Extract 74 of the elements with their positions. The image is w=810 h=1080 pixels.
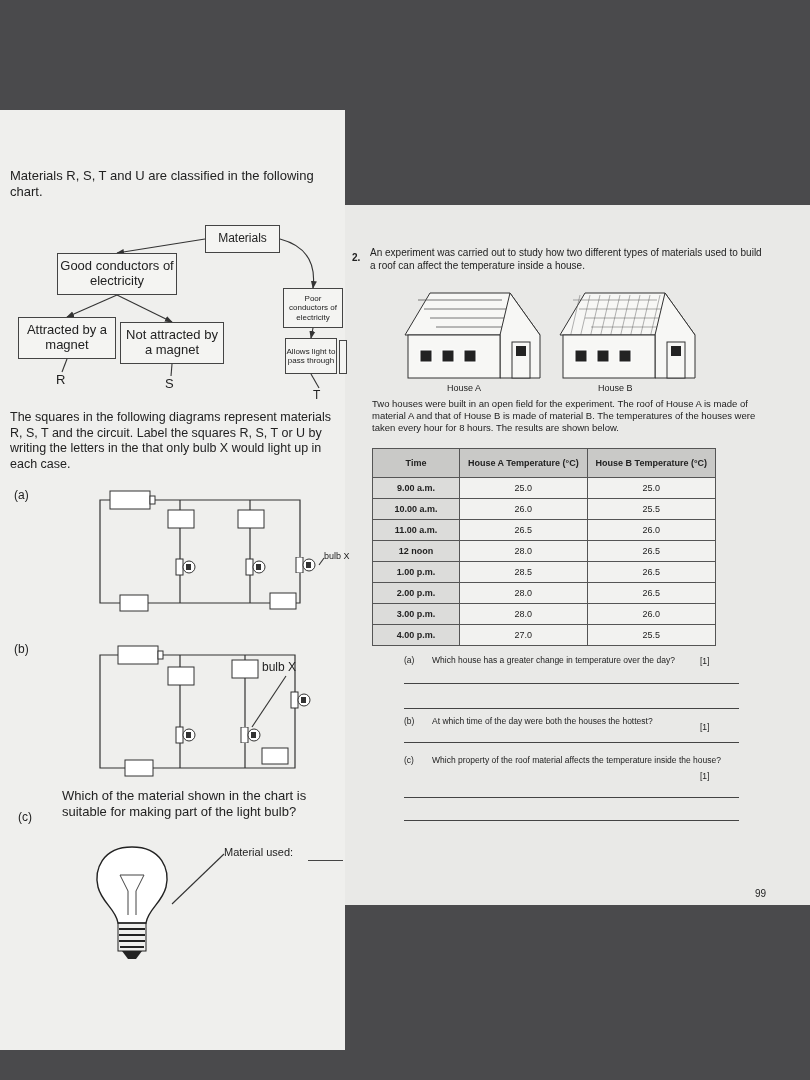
- question-text: Which house has a greater change in temperature over the day?: [432, 655, 676, 666]
- table-cell: 28.0: [459, 603, 588, 625]
- category-box: [339, 340, 347, 374]
- material-letter: T: [313, 388, 325, 404]
- part-label: (a): [404, 655, 416, 666]
- connector-line: [310, 373, 320, 389]
- bulb-icon: [295, 557, 319, 573]
- material-letter: S: [165, 376, 177, 392]
- part-label: (a): [14, 488, 30, 503]
- mark-allocation: [1]: [700, 722, 711, 733]
- table-header: Time: [372, 448, 460, 478]
- bulb-label: bulb X: [324, 551, 358, 565]
- arrow: [309, 327, 316, 339]
- mark-allocation: [1]: [700, 656, 711, 667]
- arrow: [279, 238, 317, 289]
- question-text: An experiment was carried out to study how two different types of materials used to build a roof can affect the temperature inside a house.: [370, 247, 763, 272]
- table-cell: 12 noon: [372, 540, 460, 562]
- table-cell: 26.5: [587, 540, 716, 562]
- question-text: Which property of the roof material affects the temperature inside the house?: [432, 755, 722, 766]
- table-cell: 11.00 a.m.: [372, 519, 460, 541]
- connector-line: [170, 363, 173, 377]
- leader-line: [251, 675, 287, 728]
- caption-text: House A: [447, 383, 483, 395]
- leader-line: [318, 557, 325, 566]
- table-cell: 26.0: [587, 603, 716, 625]
- paragraph-text: Two houses were built in an open field for the experiment. The roof of House A is made of material A and that of House B is made of material B. The temperatures of the houses were taken every hour for 8 hours. The results are shown below.: [372, 398, 757, 434]
- category-box: Materials: [205, 225, 280, 253]
- table-cell: 28.0: [459, 540, 588, 562]
- category-box: Not attracted by a magnet: [120, 322, 224, 364]
- table-cell: 9.00 a.m.: [372, 477, 460, 499]
- table-cell: 25.0: [459, 477, 588, 499]
- table-cell: 1.00 p.m.: [372, 561, 460, 583]
- bulb-label: bulb X: [262, 660, 310, 676]
- connector-line: [61, 358, 68, 373]
- category-box: Allows light to pass through: [285, 338, 337, 374]
- table-cell: 26.5: [459, 519, 588, 541]
- table-cell: 26.5: [587, 561, 716, 583]
- material-letter: R: [56, 372, 68, 388]
- bulb-icon: [240, 727, 264, 743]
- table-cell: 3.00 p.m.: [372, 603, 460, 625]
- table-cell: 26.0: [587, 519, 716, 541]
- question-text: At which time of the day were both the houses the hottest?: [432, 716, 654, 727]
- page-number: 99: [755, 888, 768, 901]
- arrow: [116, 294, 173, 323]
- instruction-text: Materials R, S, T and U are classified in the following chart.: [10, 168, 315, 201]
- table-cell: 28.5: [459, 561, 588, 583]
- part-label: (b): [14, 642, 30, 657]
- answer-prompt: Material used:: [224, 846, 308, 862]
- table-cell: 10.00 a.m.: [372, 498, 460, 520]
- part-label: (b): [404, 716, 416, 727]
- table-cell: 4.00 p.m.: [372, 624, 460, 646]
- leader-line: [171, 853, 225, 905]
- table-cell: 25.0: [587, 477, 716, 499]
- arrow: [66, 294, 118, 318]
- table-cell: 2.00 p.m.: [372, 582, 460, 604]
- table-cell: 25.5: [587, 498, 716, 520]
- part-label: (c): [18, 810, 33, 825]
- table-cell: 26.5: [587, 582, 716, 604]
- table-header: House A Temperature (°C): [459, 448, 588, 478]
- table-cell: 26.0: [459, 498, 588, 520]
- category-box: Attracted by a magnet: [18, 317, 116, 359]
- table-header: House B Temperature (°C): [587, 448, 716, 478]
- category-box: Good conductors of electricity: [57, 253, 177, 295]
- mark-allocation: [1]: [700, 771, 711, 782]
- part-label: (c): [404, 755, 415, 766]
- caption-text: House B: [598, 383, 634, 395]
- table-cell: 28.0: [459, 582, 588, 604]
- table-cell: 27.0: [459, 624, 588, 646]
- arrow: [116, 238, 206, 255]
- table-cell: 25.5: [587, 624, 716, 646]
- question-text: Which of the material shown in the chart is suitable for making part of the light bulb?: [62, 788, 308, 821]
- instruction-text: The squares in the following diagrams represent materials R, S, T and the circuit. Label the squares R, S, T or U by writing the letters in the that only bulb X would light up in each case.: [10, 410, 332, 473]
- category-box: Poor conductors of electricity: [283, 288, 343, 328]
- question-number: 2.: [352, 252, 362, 265]
